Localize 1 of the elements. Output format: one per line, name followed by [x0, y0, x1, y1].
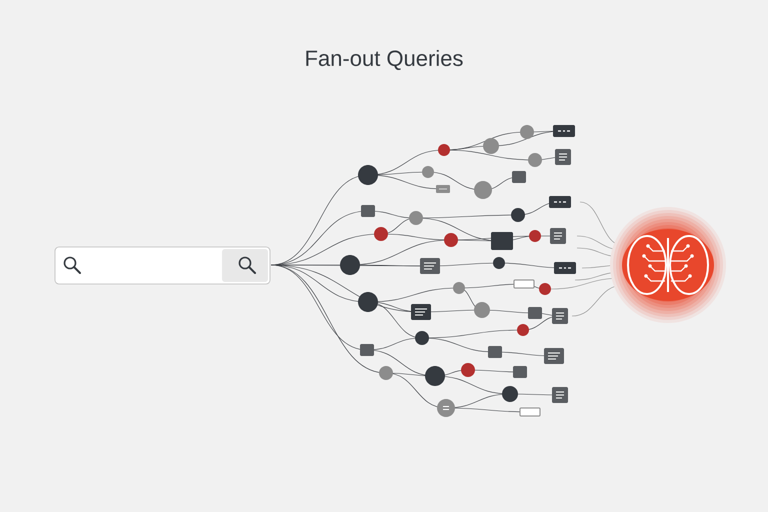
diagram-title: Fan-out Queries [306, 50, 463, 70]
